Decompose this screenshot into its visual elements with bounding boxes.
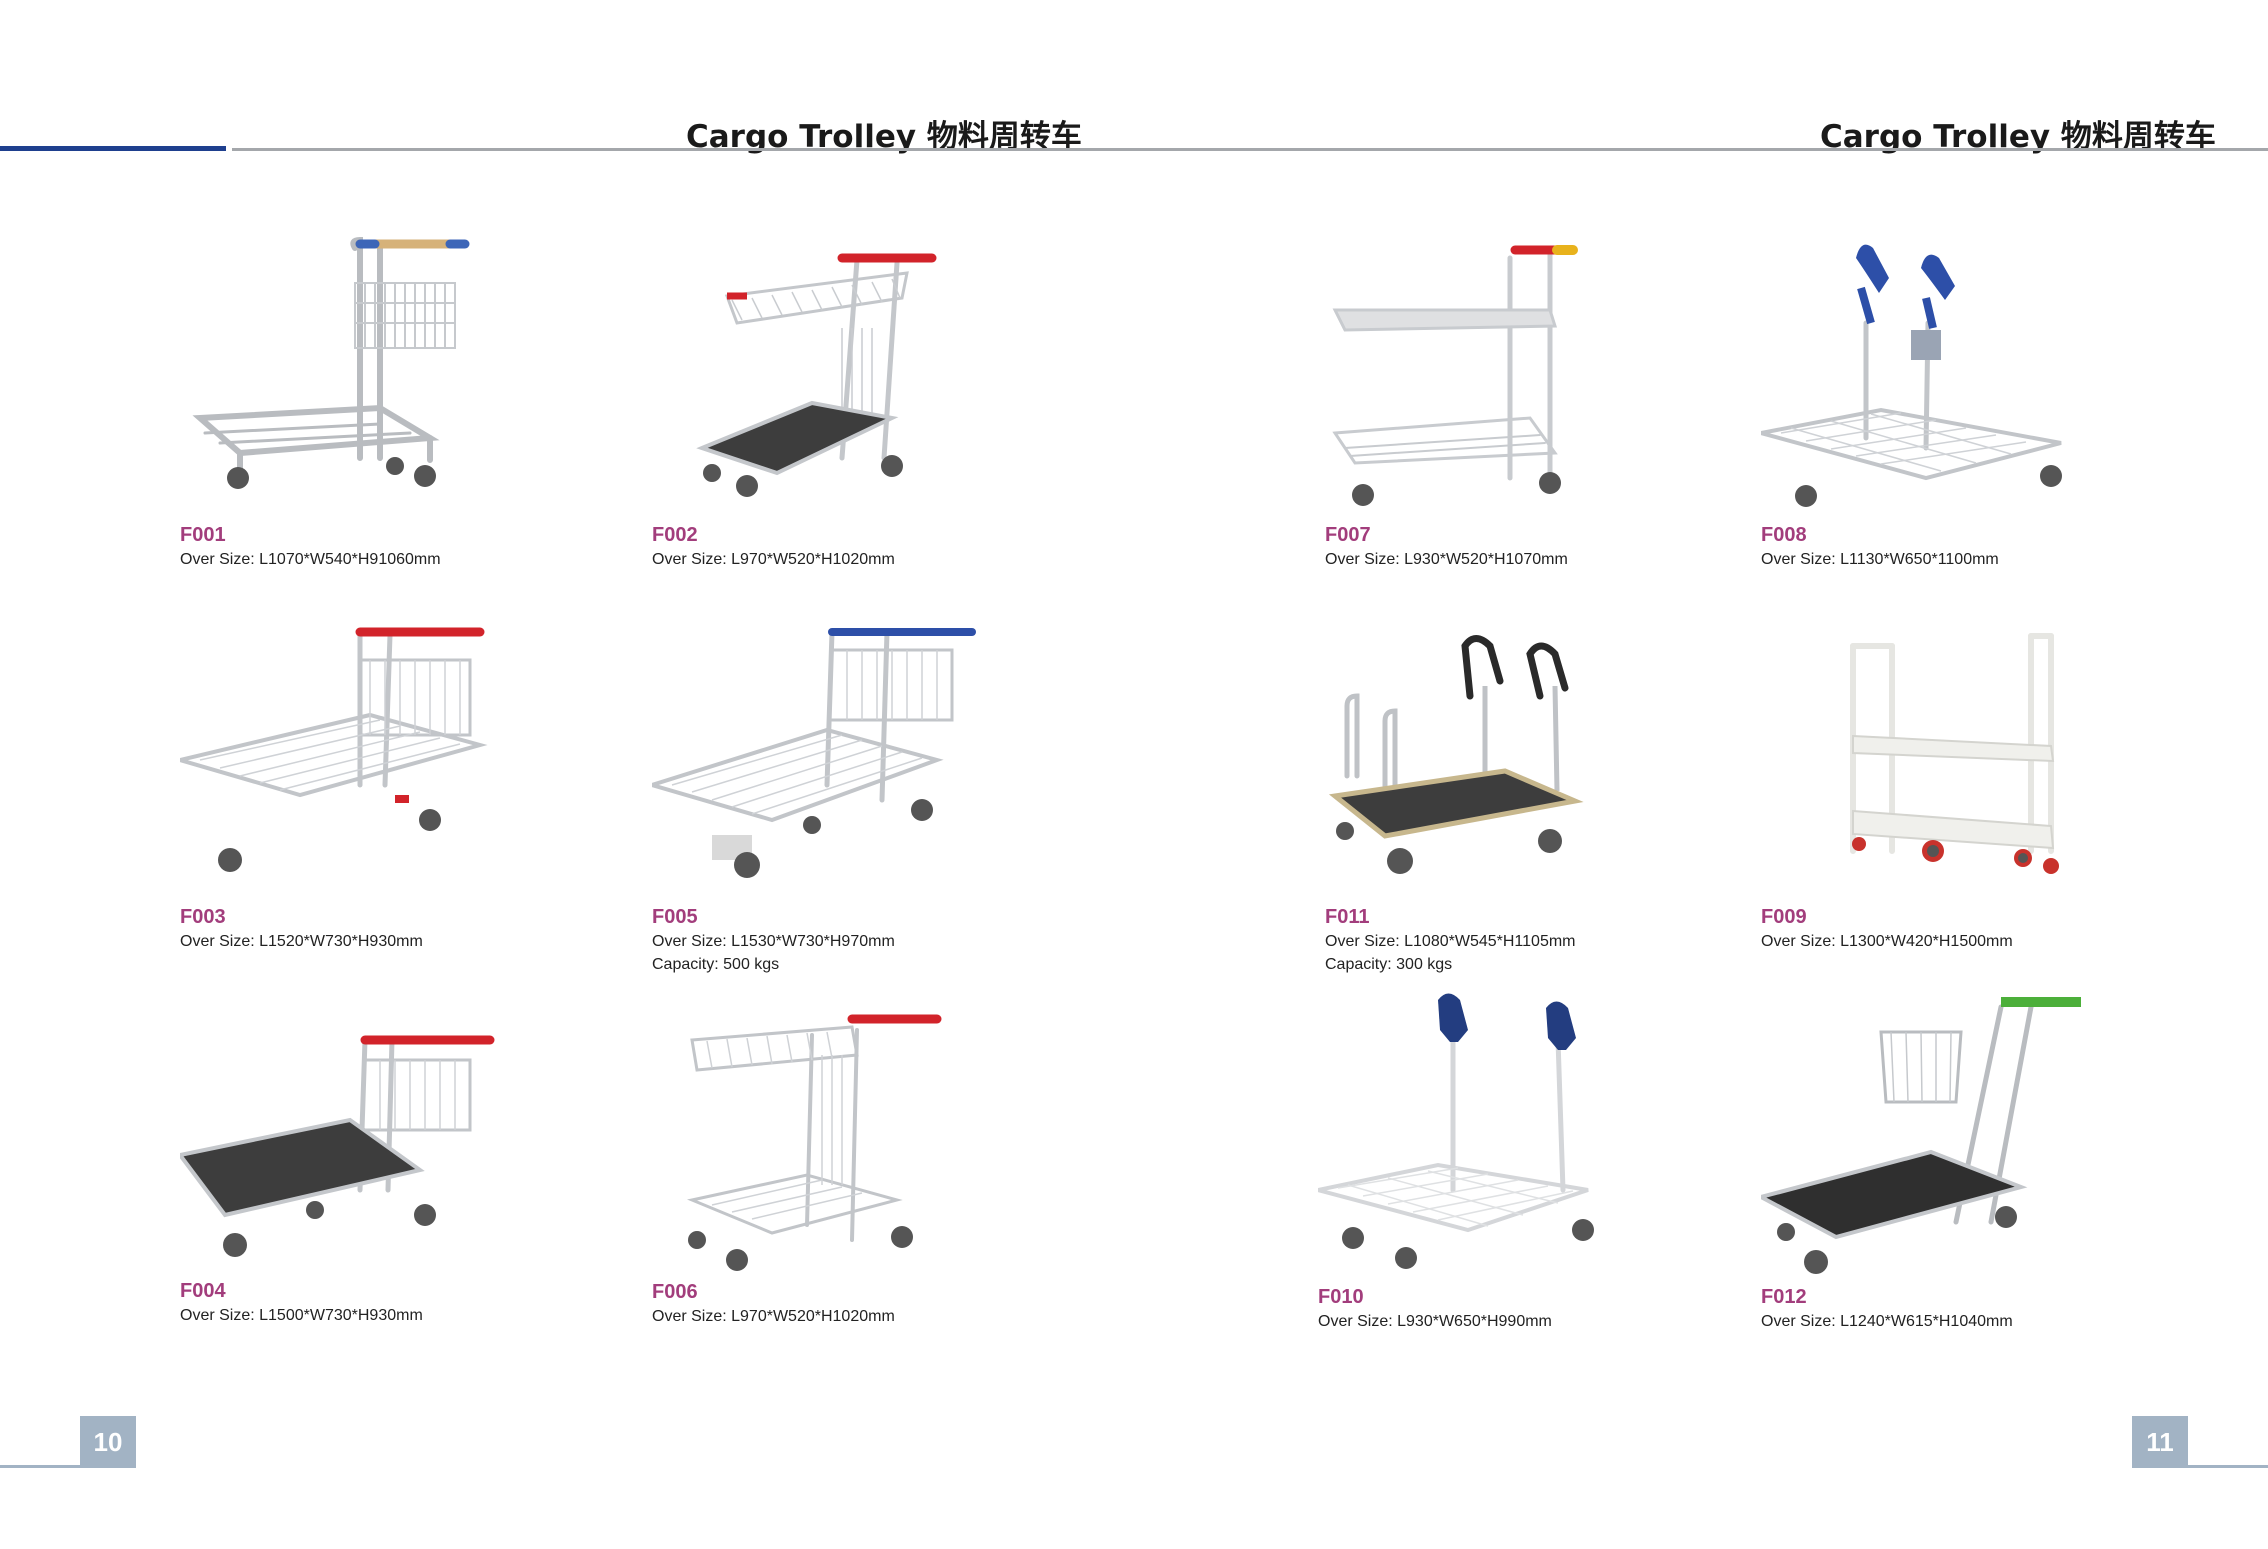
product-size: Over Size: L1080*W545*H1105mm <box>1325 933 1576 950</box>
trolley-image-f008 <box>1761 244 2062 507</box>
product-size: Over Size: L1530*W730*H970mm <box>652 933 895 950</box>
product-card-f002: F002 Over Size: L970*W520*H1020mm <box>652 228 982 568</box>
header-divider <box>232 148 2268 151</box>
product-size: Over Size: L930*W520*H1070mm <box>1325 551 1568 568</box>
trolley-image-f011 <box>1328 635 1584 874</box>
product-code: F012 <box>1761 1286 1807 1308</box>
product-code: F002 <box>652 524 698 546</box>
product-size: Over Size: L1240*W615*H1040mm <box>1761 1313 2013 1330</box>
page-number-right: 11 <box>2132 1416 2188 1468</box>
product-code: F005 <box>652 906 698 928</box>
product-card-f011: F011 Over Size: L1080*W545*H1105mm Capac… <box>1325 626 1655 980</box>
trolley-image-f010 <box>1318 993 1594 1269</box>
product-card-f012: F012 Over Size: L1240*W615*H1040mm <box>1761 992 2091 1352</box>
trolley-image-f006 <box>686 1014 942 1271</box>
product-card-f004: F004 Over Size: L1500*W730*H930mm <box>180 1030 510 1360</box>
trolley-image-f002 <box>696 253 937 497</box>
product-card-f009: F009 Over Size: L1300*W420*H1500mm <box>1761 626 2091 956</box>
product-card-f010: F010 Over Size: L930*W650*H990mm <box>1318 990 1648 1350</box>
footer-rule-left <box>0 1465 80 1468</box>
trolley-image-f009 <box>1850 633 2059 874</box>
product-size: Over Size: L970*W520*H1020mm <box>652 551 895 568</box>
product-card-f008: F008 Over Size: L1130*W650*1100mm <box>1761 238 2091 568</box>
product-size: Over Size: L1500*W730*H930mm <box>180 1307 423 1324</box>
header-accent-bar <box>0 146 226 151</box>
product-code: F008 <box>1761 524 1807 546</box>
product-capacity: Capacity: 300 kgs <box>1325 956 1453 973</box>
trolley-image-f005 <box>652 628 976 878</box>
product-size: Over Size: L1300*W420*H1500mm <box>1761 933 2013 950</box>
product-size: Over Size: L930*W650*H990mm <box>1318 1313 1552 1330</box>
page-number-left: 10 <box>80 1416 136 1468</box>
product-size: Over Size: L970*W520*H1020mm <box>652 1308 895 1325</box>
product-code: F004 <box>180 1280 226 1302</box>
product-code: F007 <box>1325 524 1371 546</box>
footer-rule-right <box>2188 1465 2268 1468</box>
product-code: F003 <box>180 906 226 928</box>
trolley-image-f003 <box>180 627 488 872</box>
product-capacity: Capacity: 500 kgs <box>652 956 780 973</box>
product-code: F001 <box>180 524 226 546</box>
product-card-f007: F007 Over Size: L930*W520*H1070mm <box>1325 238 1655 568</box>
trolley-image-f004 <box>180 1035 495 1257</box>
trolley-image-f007 <box>1332 245 1578 506</box>
product-code: F010 <box>1318 1286 1364 1308</box>
product-card-f006: F006 Over Size: L970*W520*H1020mm <box>652 1005 982 1355</box>
product-card-f003: F003 Over Size: L1520*W730*H930mm <box>180 620 510 960</box>
product-size: Over Size: L1520*W730*H930mm <box>180 933 423 950</box>
trolley-image-f012 <box>1761 997 2081 1274</box>
product-card-f005: F005 Over Size: L1530*W730*H970mm Capaci… <box>652 620 982 980</box>
product-code: F006 <box>652 1281 698 1303</box>
product-size: Over Size: L1070*W540*H91060mm <box>180 551 441 568</box>
trolley-image-f001 <box>192 236 470 489</box>
product-size: Over Size: L1130*W650*1100mm <box>1761 551 1999 568</box>
product-card-f001: F001 Over Size: L1070*W540*H91060mm <box>180 228 510 568</box>
product-code: F009 <box>1761 906 1807 928</box>
product-code: F011 <box>1325 906 1370 928</box>
